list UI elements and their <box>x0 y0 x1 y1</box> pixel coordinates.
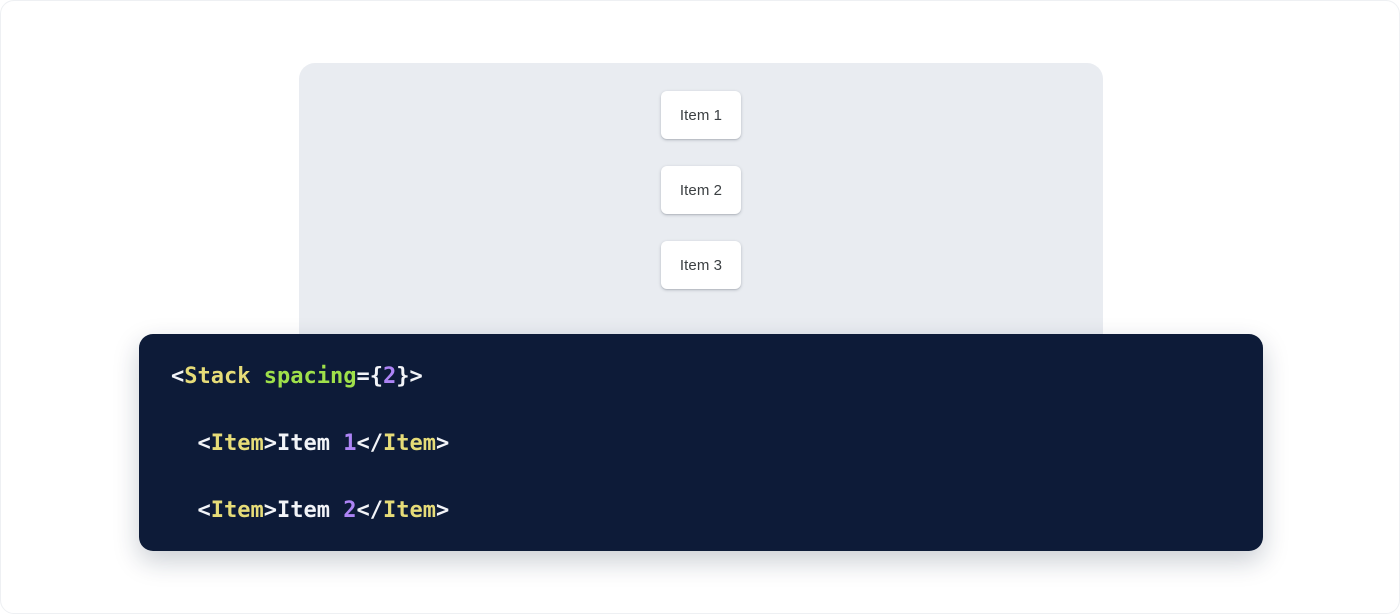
code-token-punc: < <box>198 431 211 456</box>
code-line: <Stack spacing={2}> <box>171 360 1263 394</box>
code-token-punc: </ <box>356 498 383 523</box>
stack-item-label: Item 1 <box>680 107 722 124</box>
code-token-tag: Item <box>383 498 436 523</box>
stack-item[interactable]: Item 2 <box>661 166 741 214</box>
stack-item-label: Item 3 <box>680 257 722 274</box>
stack-demo-stage: Item 1 Item 2 Item 3 <box>299 63 1103 363</box>
code-token-punc: < <box>198 498 211 523</box>
code-token-punc: > <box>436 431 449 456</box>
code-token-punc: > <box>264 498 277 523</box>
code-token-tag: Item <box>211 431 264 456</box>
stack-item[interactable]: Item 3 <box>661 241 741 289</box>
code-snippet-panel: <Stack spacing={2}> <Item>Item 1</Item> … <box>139 334 1263 551</box>
stack-item-label: Item 2 <box>680 182 722 199</box>
code-token-attr: spacing <box>264 364 357 389</box>
stack-item[interactable]: Item 1 <box>661 91 741 139</box>
code-token-num: 2 <box>383 364 396 389</box>
code-token-punc: }> <box>396 364 423 389</box>
code-line: <Item>Item 1</Item> <box>171 427 1263 461</box>
code-token-num: 1 <box>343 431 356 456</box>
code-block[interactable]: <Stack spacing={2}> <Item>Item 1</Item> … <box>171 360 1263 551</box>
code-token-punc: </ <box>356 431 383 456</box>
stack-container: Item 1 Item 2 Item 3 <box>299 63 1103 289</box>
code-token-punc: ={ <box>356 364 383 389</box>
code-token-text: Item <box>277 431 343 456</box>
code-token-tag: Item <box>383 431 436 456</box>
code-token-tag: Item <box>211 498 264 523</box>
code-token-tag: Stack <box>184 364 250 389</box>
code-token-num: 2 <box>343 498 356 523</box>
code-token-text: Item <box>277 498 343 523</box>
code-token-punc: < <box>171 364 184 389</box>
code-line: <Item>Item 2</Item> <box>171 494 1263 528</box>
code-token-punc: > <box>436 498 449 523</box>
code-token-punc: > <box>264 431 277 456</box>
code-token-punc <box>250 364 263 389</box>
